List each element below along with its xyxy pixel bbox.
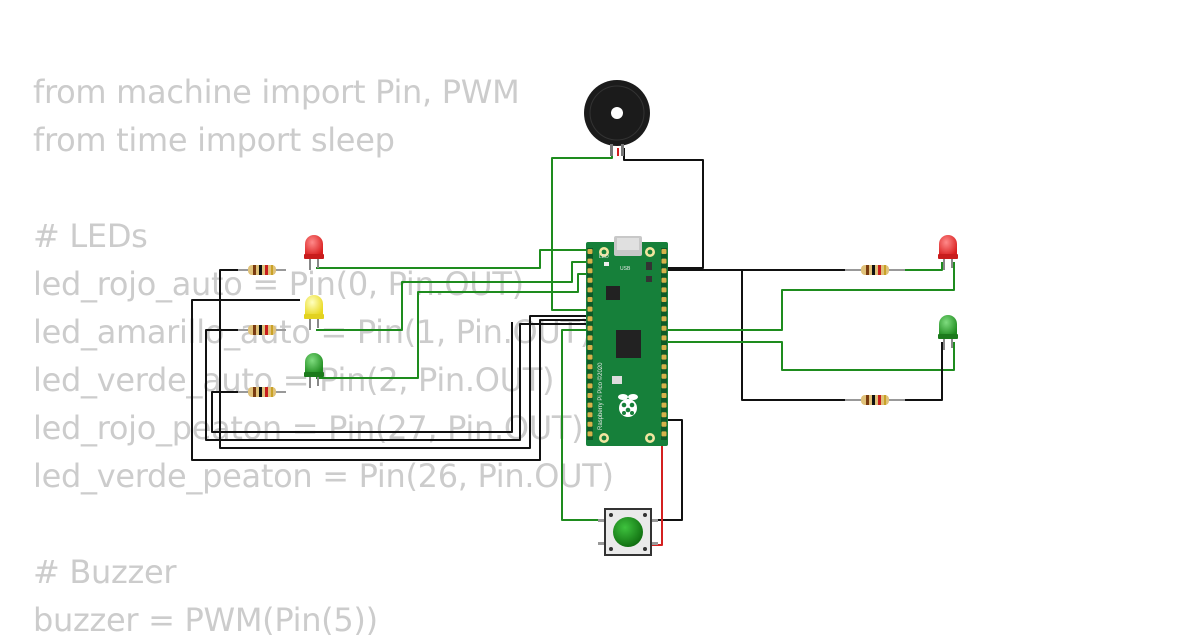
board-pin [661,268,667,274]
board-pin [661,364,667,370]
led-green-pedestrian [938,315,958,350]
wire-gnd-green-auto [211,322,513,433]
board-pin [661,393,667,398]
led-green-auto [304,353,324,388]
board-pin [587,393,593,398]
pins-left [587,249,593,437]
wire-button-black [652,419,683,521]
wire-led-green-ped-signal [665,341,955,371]
board-pin [587,354,593,360]
board-pin [587,412,593,418]
resistor-2 [238,325,286,335]
board-pin [661,373,667,379]
board-pin [661,249,667,254]
board-pin [587,277,593,283]
board-pin [587,421,593,427]
wire-led-red-auto [316,249,588,269]
board-pin [587,316,593,322]
resistor-3 [238,387,286,397]
wire-led-yellow-auto [316,261,588,331]
pico-board: LED USB Raspberry Pi Pico ©2020 [586,236,668,446]
wire-button-red [652,440,663,546]
code-listing: from machine import Pin, PWM from time im… [33,68,614,644]
board-pin [587,325,593,331]
rp2040-chip [616,330,641,358]
wire-button-green [561,329,606,521]
usb-label: USB [620,266,631,272]
board-pin [661,402,667,408]
resistors [238,265,905,405]
board-pin [661,412,667,418]
code-line: # LEDs [33,217,148,255]
board-pin [587,249,593,254]
pin-header-left [587,248,593,440]
board-pin [587,345,593,350]
resistor-5 [845,395,905,405]
wire-led-red-ped-signal [665,262,955,331]
board-pin [587,431,593,437]
board-pin [587,335,593,341]
board-pin [661,335,667,341]
board-pin [661,277,667,283]
wire-led-red-ped-anode [905,262,943,271]
wire-led-green-auto [316,273,588,379]
wire-gnd-right-2 [741,270,845,401]
code-line: # Buzzer [33,553,177,591]
board-name: Raspberry Pi Pico ©2020 [597,362,604,430]
board-pin [587,373,593,379]
board-pin [661,258,667,264]
board-pin [587,297,593,302]
board-pin [587,287,593,293]
pin-header-right [661,248,667,440]
wires [191,148,955,546]
raspberry-logo-icon [618,394,638,417]
code-line: from machine import Pin, PWM [33,73,520,111]
board-pin [587,258,593,264]
led-yellow-auto [304,295,324,330]
board-pin [661,421,667,427]
board-pin [587,402,593,408]
wire-gnd-red-auto [219,269,588,449]
board-pin [661,431,667,437]
pushbutton-icon[interactable] [598,508,658,556]
board-pin [661,306,667,312]
wire-gnd-yellow-auto [205,323,588,441]
led-red-pedestrian [938,235,958,270]
wire-gnd-main [191,299,588,461]
flash-chip [606,286,620,300]
board-pin [587,306,593,312]
board-pin [587,383,593,389]
board-pin [661,354,667,360]
board-pin [661,325,667,331]
code-line: led_verde_peaton = Pin(26, Pin.OUT) [33,457,614,495]
code-line: led_rojo_auto = Pin(0, Pin.OUT) [33,265,524,303]
board-pin [661,316,667,322]
buzzer-icon [584,80,650,156]
board-pin [661,297,667,302]
pins-right [661,249,667,437]
led-label: LED [599,254,609,260]
wire-led-green-ped-gnd [905,342,943,401]
board-pin [587,364,593,370]
resistor-1 [238,265,286,275]
code-line: from time import sleep [33,121,395,159]
resistor-4 [845,265,905,275]
board-pin [587,268,593,274]
board-pin [661,383,667,389]
board-pin [661,345,667,350]
circuit-diagram: LED USB Raspberry Pi Pico ©2020 [191,80,958,556]
led-red-auto [304,235,324,270]
board-pin [661,287,667,293]
